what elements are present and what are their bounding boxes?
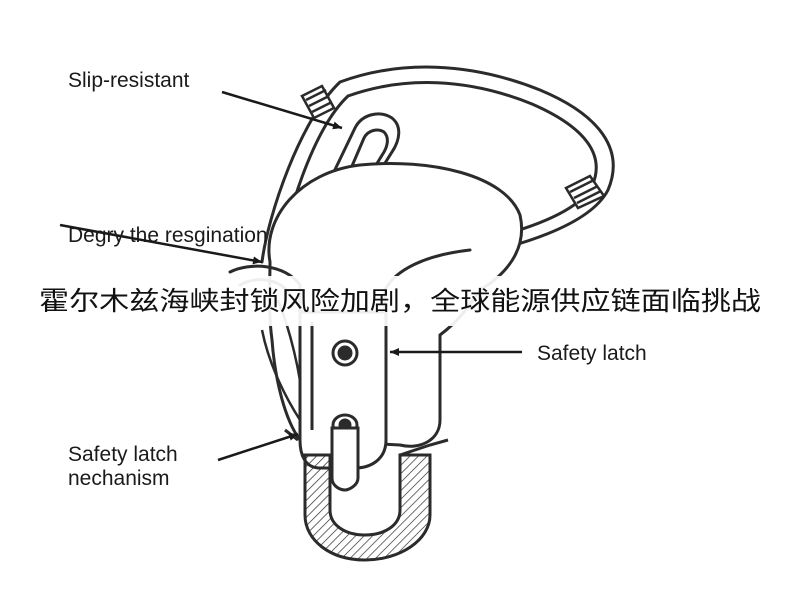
frame-bands (300, 84, 606, 210)
degry-label: Degry the resgination (68, 224, 268, 247)
degry-arrow (59, 223, 263, 265)
slip-resistant-arrow (221, 90, 343, 130)
leader-arrows (59, 90, 522, 462)
mechanism-label-line2: nechanism (68, 467, 170, 490)
hatched-hook (284, 428, 449, 562)
mechanism-label-line1: Safety latch (68, 443, 178, 466)
news-caption: 霍尔木兹海峡封锁风险加剧，全球能源供应链面临挑战 (39, 287, 761, 317)
slip-resistant-loop (328, 112, 401, 192)
safety-latch-label: Safety latch (537, 342, 647, 365)
slip-resistant-label: Slip-resistant (68, 69, 190, 92)
latch-pin (330, 426, 360, 492)
caption-band (0, 276, 800, 326)
mechanism-arrow (217, 432, 299, 462)
